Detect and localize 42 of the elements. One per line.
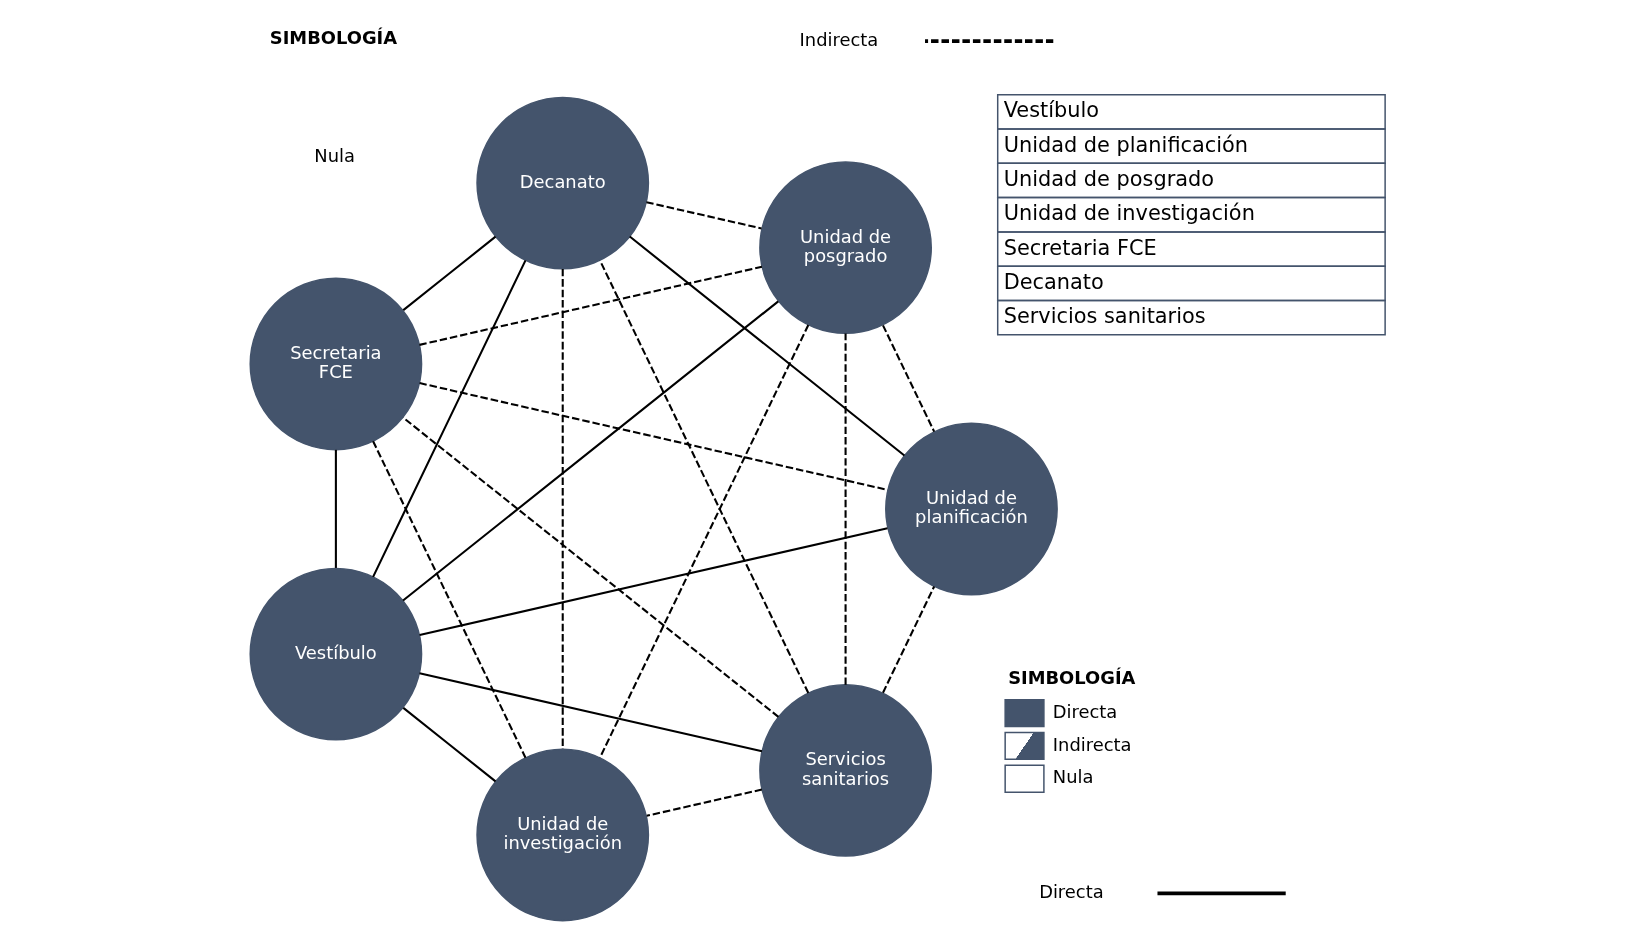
node-circle: Decanato: [476, 96, 650, 270]
legend-label: Directa: [1039, 881, 1104, 903]
connector: [599, 260, 810, 694]
connector: [882, 324, 936, 433]
connector: [599, 324, 810, 758]
connector: [629, 235, 906, 457]
node-circle: Servicios sanitarios: [759, 684, 932, 857]
connector: [402, 300, 779, 602]
connector: [646, 201, 762, 230]
label: SIMBOLOGÍA: [1008, 667, 1136, 689]
connector: [882, 586, 936, 694]
legend-label: Nula: [314, 145, 355, 166]
label: Servicios sanitarios: [1003, 304, 1206, 329]
connector: [419, 265, 763, 346]
node-circle: Vestíbulo: [249, 567, 423, 741]
label: Unidad de investigación: [1003, 201, 1255, 226]
legend-label: Nula: [1052, 766, 1094, 788]
label: Vestíbulo: [1003, 98, 1100, 123]
label: SIMBOLOGÍA: [269, 27, 398, 49]
node-circle: Unidad de planificación: [885, 422, 1058, 596]
connector: [402, 416, 780, 718]
node-circle: Secretaria FCE: [249, 277, 423, 451]
connector: [561, 268, 564, 749]
connector: [419, 672, 763, 753]
connector: [402, 235, 497, 311]
label: Decanato: [1003, 269, 1104, 294]
node-circle: Unidad de posgrado: [759, 161, 932, 335]
connector: [372, 259, 527, 578]
legend-label: Directa: [1052, 700, 1118, 722]
connector: [419, 382, 888, 491]
connector: [419, 527, 888, 636]
connector: [402, 707, 497, 783]
connector: [844, 333, 847, 685]
connector: [334, 449, 337, 568]
node-circle: Unidad de investigación: [476, 748, 650, 922]
connector: [372, 440, 527, 759]
legend-label: Indirecta: [1052, 733, 1132, 755]
label: Unidad de posgrado: [1003, 166, 1215, 191]
label: Secretaria FCE: [1003, 235, 1157, 260]
legend-label: Indirecta: [799, 28, 879, 50]
connector: [646, 788, 763, 817]
label: Unidad de planificación: [1003, 132, 1249, 157]
